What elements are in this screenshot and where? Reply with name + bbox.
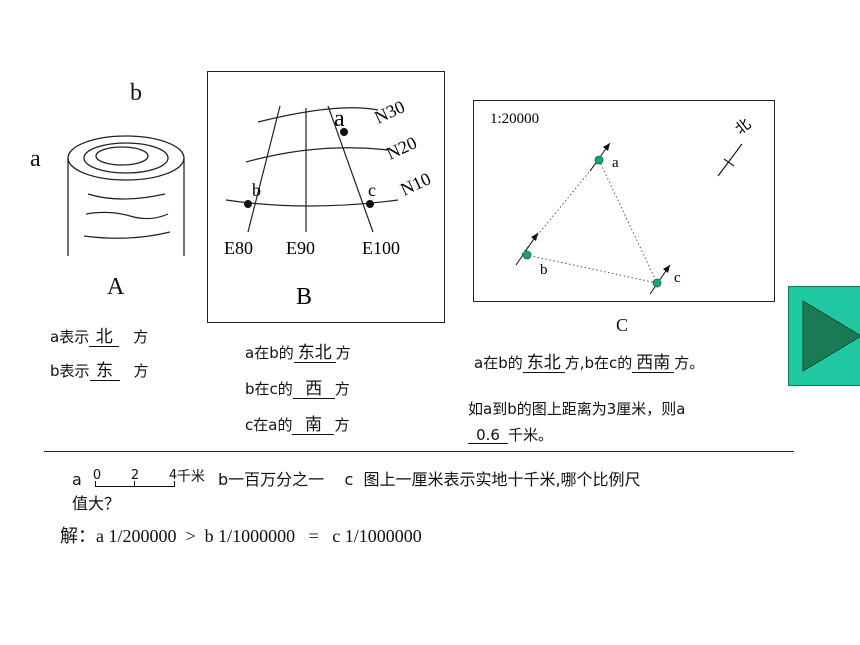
point-a-dot	[340, 128, 348, 136]
north-marker-b	[515, 232, 539, 266]
panel-a-question-1: a表示北方	[50, 327, 149, 347]
point-b-dot	[522, 250, 532, 260]
lon-label-e80: E80	[224, 238, 253, 258]
point-b-label: b	[252, 180, 261, 200]
next-slide-button[interactable]	[788, 286, 860, 386]
panel-b-question-2: b在c的西方	[245, 379, 350, 399]
panel-c-question-1: a在b的东北方,b在c的西南方。	[474, 353, 705, 373]
panel-a-question-2: b表示东方	[50, 361, 149, 381]
answer-distance: 0.6	[468, 428, 508, 444]
caption-c: C	[616, 315, 629, 335]
answer-east: 东	[89, 363, 120, 381]
answer-north: 北	[89, 329, 120, 347]
lon-label-e100: E100	[362, 238, 400, 258]
caption-a: A	[107, 274, 125, 300]
graticule-map: a b c N30 N20 N10 E80 E90 E100 B	[224, 96, 434, 310]
answer-southwest: 西南	[632, 355, 675, 373]
line-scale-bar: 0 2 4	[93, 468, 177, 490]
bottom-question-line2: 值大？	[72, 494, 121, 513]
contour-cylinder-illustration	[67, 135, 185, 256]
lat-label-n20: N20	[383, 132, 420, 163]
north-marker-c	[649, 264, 671, 295]
lat-label-n10: N10	[397, 168, 434, 199]
scale-map-panel: 1:20000 a b c 北	[473, 100, 775, 302]
point-c-label: c	[674, 270, 681, 286]
play-arrow-icon	[802, 300, 860, 372]
answer-northeast-c: 东北	[522, 355, 565, 373]
scale-map: 1:20000 a b c 北	[490, 111, 754, 295]
caption-b: B	[296, 284, 312, 310]
point-a-label: a	[334, 106, 345, 132]
panel-b-question-1: a在b的东北方	[245, 343, 351, 363]
north-arrow-icon: 北	[717, 115, 754, 177]
north-label: 北	[731, 115, 754, 138]
point-c-dot	[366, 200, 374, 208]
panel-c-question-2-line1: 如a到b的图上距离为3厘米，则a	[468, 400, 686, 418]
answer-south: 南	[292, 417, 335, 435]
lon-label-e90: E90	[286, 238, 315, 258]
scale-text: 1:20000	[490, 111, 539, 127]
answer-west: 西	[292, 381, 335, 399]
label-b: b	[130, 80, 142, 106]
graticule-map-panel: a b c N30 N20 N10 E80 E90 E100 B	[207, 71, 445, 323]
point-b-label: b	[540, 262, 548, 278]
lat-label-n30: N30	[371, 96, 408, 127]
point-a-dot	[594, 155, 604, 165]
bottom-question-line1: a 0 2 4 千米 b一百万分之一 c 图上一厘米表示实地十千米,哪个比例尺	[72, 468, 641, 490]
point-b-dot	[244, 200, 252, 208]
point-c-dot	[652, 278, 662, 288]
point-a-label: a	[612, 155, 619, 171]
point-c-label: c	[368, 180, 376, 200]
panel-b-question-3: c在a的南方	[245, 415, 350, 435]
answer-northeast: 东北	[293, 345, 336, 363]
label-a: a	[30, 146, 41, 172]
solution-line: 解：a 1/200000 > b 1/1000000 = c 1/1000000	[60, 526, 422, 546]
divider	[44, 451, 794, 452]
